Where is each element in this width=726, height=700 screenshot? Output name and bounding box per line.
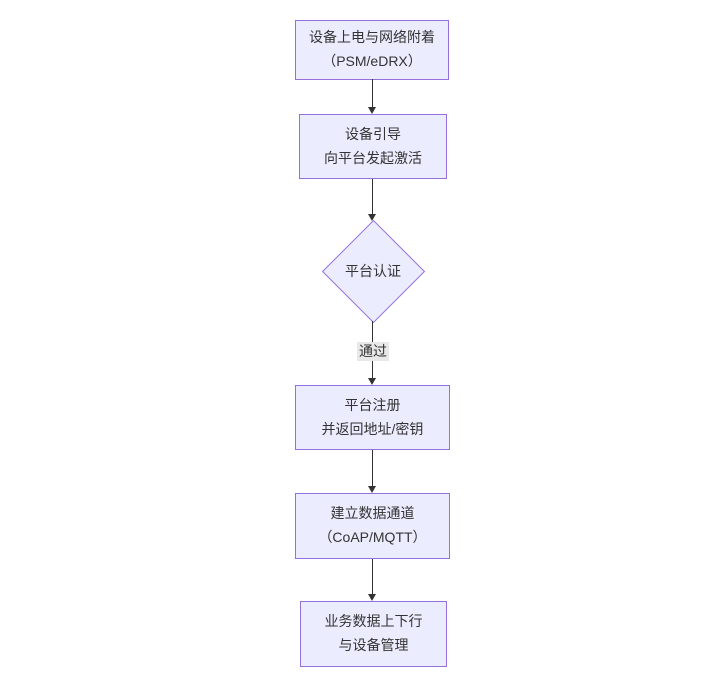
edge-bootstrap-to-auth (368, 179, 376, 221)
node-text-line: 平台认证 (345, 263, 401, 279)
node-text-line: 设备上电与网络附着 (309, 29, 435, 46)
node-device-bootstrap: 设备引导 向平台发起激活 (299, 114, 447, 179)
node-text-line: 平台注册 (344, 396, 401, 413)
node-text-line: 并返回地址/密钥 (321, 420, 424, 437)
node-platform-register: 平台注册 并返回地址/密钥 (295, 385, 450, 450)
node-text-line: 向平台发起激活 (324, 149, 422, 166)
edge-label-pass: 通过 (357, 342, 389, 361)
edge-channel-to-business (368, 559, 376, 601)
node-business-data-device-mgmt: 业务数据上下行 与设备管理 (300, 601, 447, 667)
node-text-line: （PSM/eDRX） (322, 53, 422, 69)
arrowhead-down-icon (368, 378, 376, 385)
edge-power-to-bootstrap (368, 79, 376, 114)
decision-platform-auth: 平台认证 (321, 219, 426, 324)
node-text-line: 设备引导 (345, 125, 401, 142)
arrowhead-down-icon (368, 594, 376, 601)
node-data-channel: 建立数据通道 （CoAP/MQTT） (295, 493, 450, 559)
arrowhead-down-icon (368, 214, 376, 221)
node-text-line: （CoAP/MQTT） (318, 529, 427, 545)
arrowhead-down-icon (368, 107, 376, 114)
node-text-line: 业务数据上下行 (324, 613, 423, 630)
node-power-on-network-attach: 设备上电与网络附着 （PSM/eDRX） (295, 20, 449, 80)
node-text-line: 建立数据通道 (330, 505, 415, 522)
arrowhead-down-icon (368, 486, 376, 493)
edge-register-to-channel (368, 450, 376, 493)
node-text-line: 与设备管理 (338, 637, 409, 653)
